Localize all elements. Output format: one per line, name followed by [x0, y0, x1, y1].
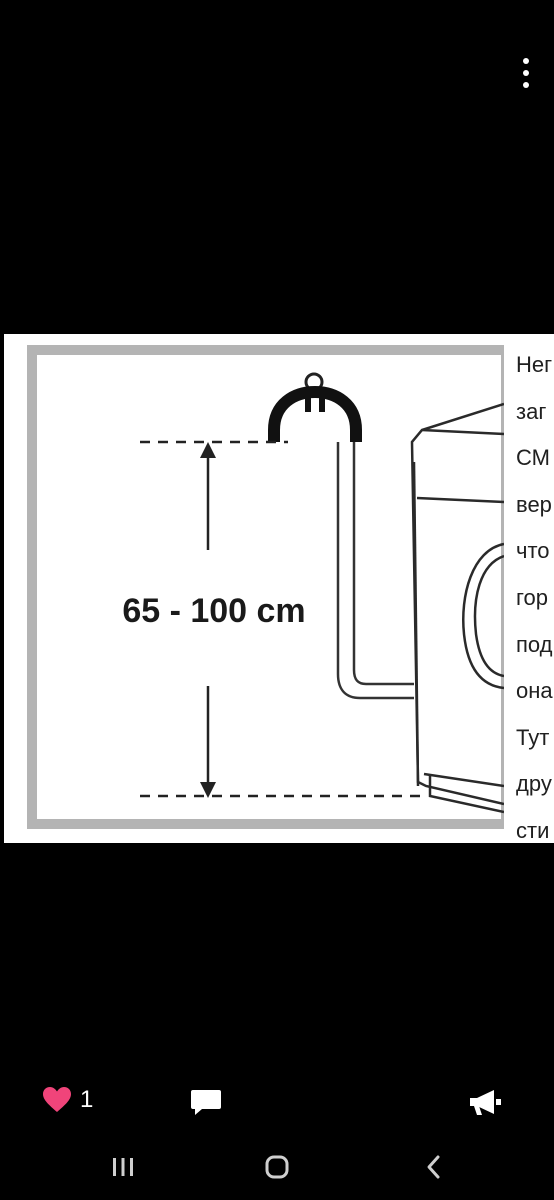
diagram-frame	[27, 345, 504, 829]
comment-button[interactable]	[190, 1088, 222, 1123]
recent-apps-button[interactable]	[110, 1154, 136, 1185]
washing-machine-icon	[410, 402, 504, 814]
text-line: Тут	[516, 724, 550, 750]
text-line: СМ	[516, 445, 550, 471]
menu-dot-icon	[523, 82, 529, 88]
text-line: гор	[516, 584, 549, 610]
drain-hose-icon	[268, 372, 414, 700]
back-chevron-icon	[427, 1155, 440, 1179]
menu-dot-icon	[523, 58, 529, 64]
more-options-button[interactable]	[518, 58, 534, 88]
share-button[interactable]	[468, 1088, 502, 1123]
post-image[interactable]: 65 - 100 cm Нег заг СМ вер что гор под о…	[4, 334, 554, 843]
text-line: Нег	[516, 352, 553, 377]
text-line: вер	[516, 491, 552, 517]
like-count: 1	[80, 1086, 94, 1113]
like-button[interactable]: 1	[42, 1086, 93, 1114]
cropped-article-text: Нег заг СМ вер что гор под она Тут дру с…	[516, 348, 554, 843]
measure-arrow-icon	[200, 442, 216, 798]
home-icon	[265, 1155, 289, 1179]
menu-dot-icon	[523, 70, 529, 76]
heart-icon	[43, 1087, 71, 1112]
text-line: что	[516, 538, 550, 564]
system-navigation-bar	[0, 1140, 554, 1196]
text-line: она	[516, 678, 553, 704]
back-button[interactable]	[424, 1154, 444, 1185]
home-button[interactable]	[264, 1154, 290, 1185]
drain-hose-diagram: 65 - 100 cm	[27, 345, 504, 829]
speech-bubble-icon	[191, 1090, 221, 1115]
text-line: дру	[516, 771, 552, 797]
text-line: заг	[516, 398, 547, 424]
recent-apps-icon	[113, 1158, 133, 1176]
text-line: сти	[516, 817, 550, 843]
measurement-label: 65 - 100 cm	[122, 592, 305, 630]
megaphone-icon	[470, 1090, 501, 1115]
text-line: под	[516, 631, 553, 657]
post-action-bar: 1	[0, 1076, 554, 1132]
